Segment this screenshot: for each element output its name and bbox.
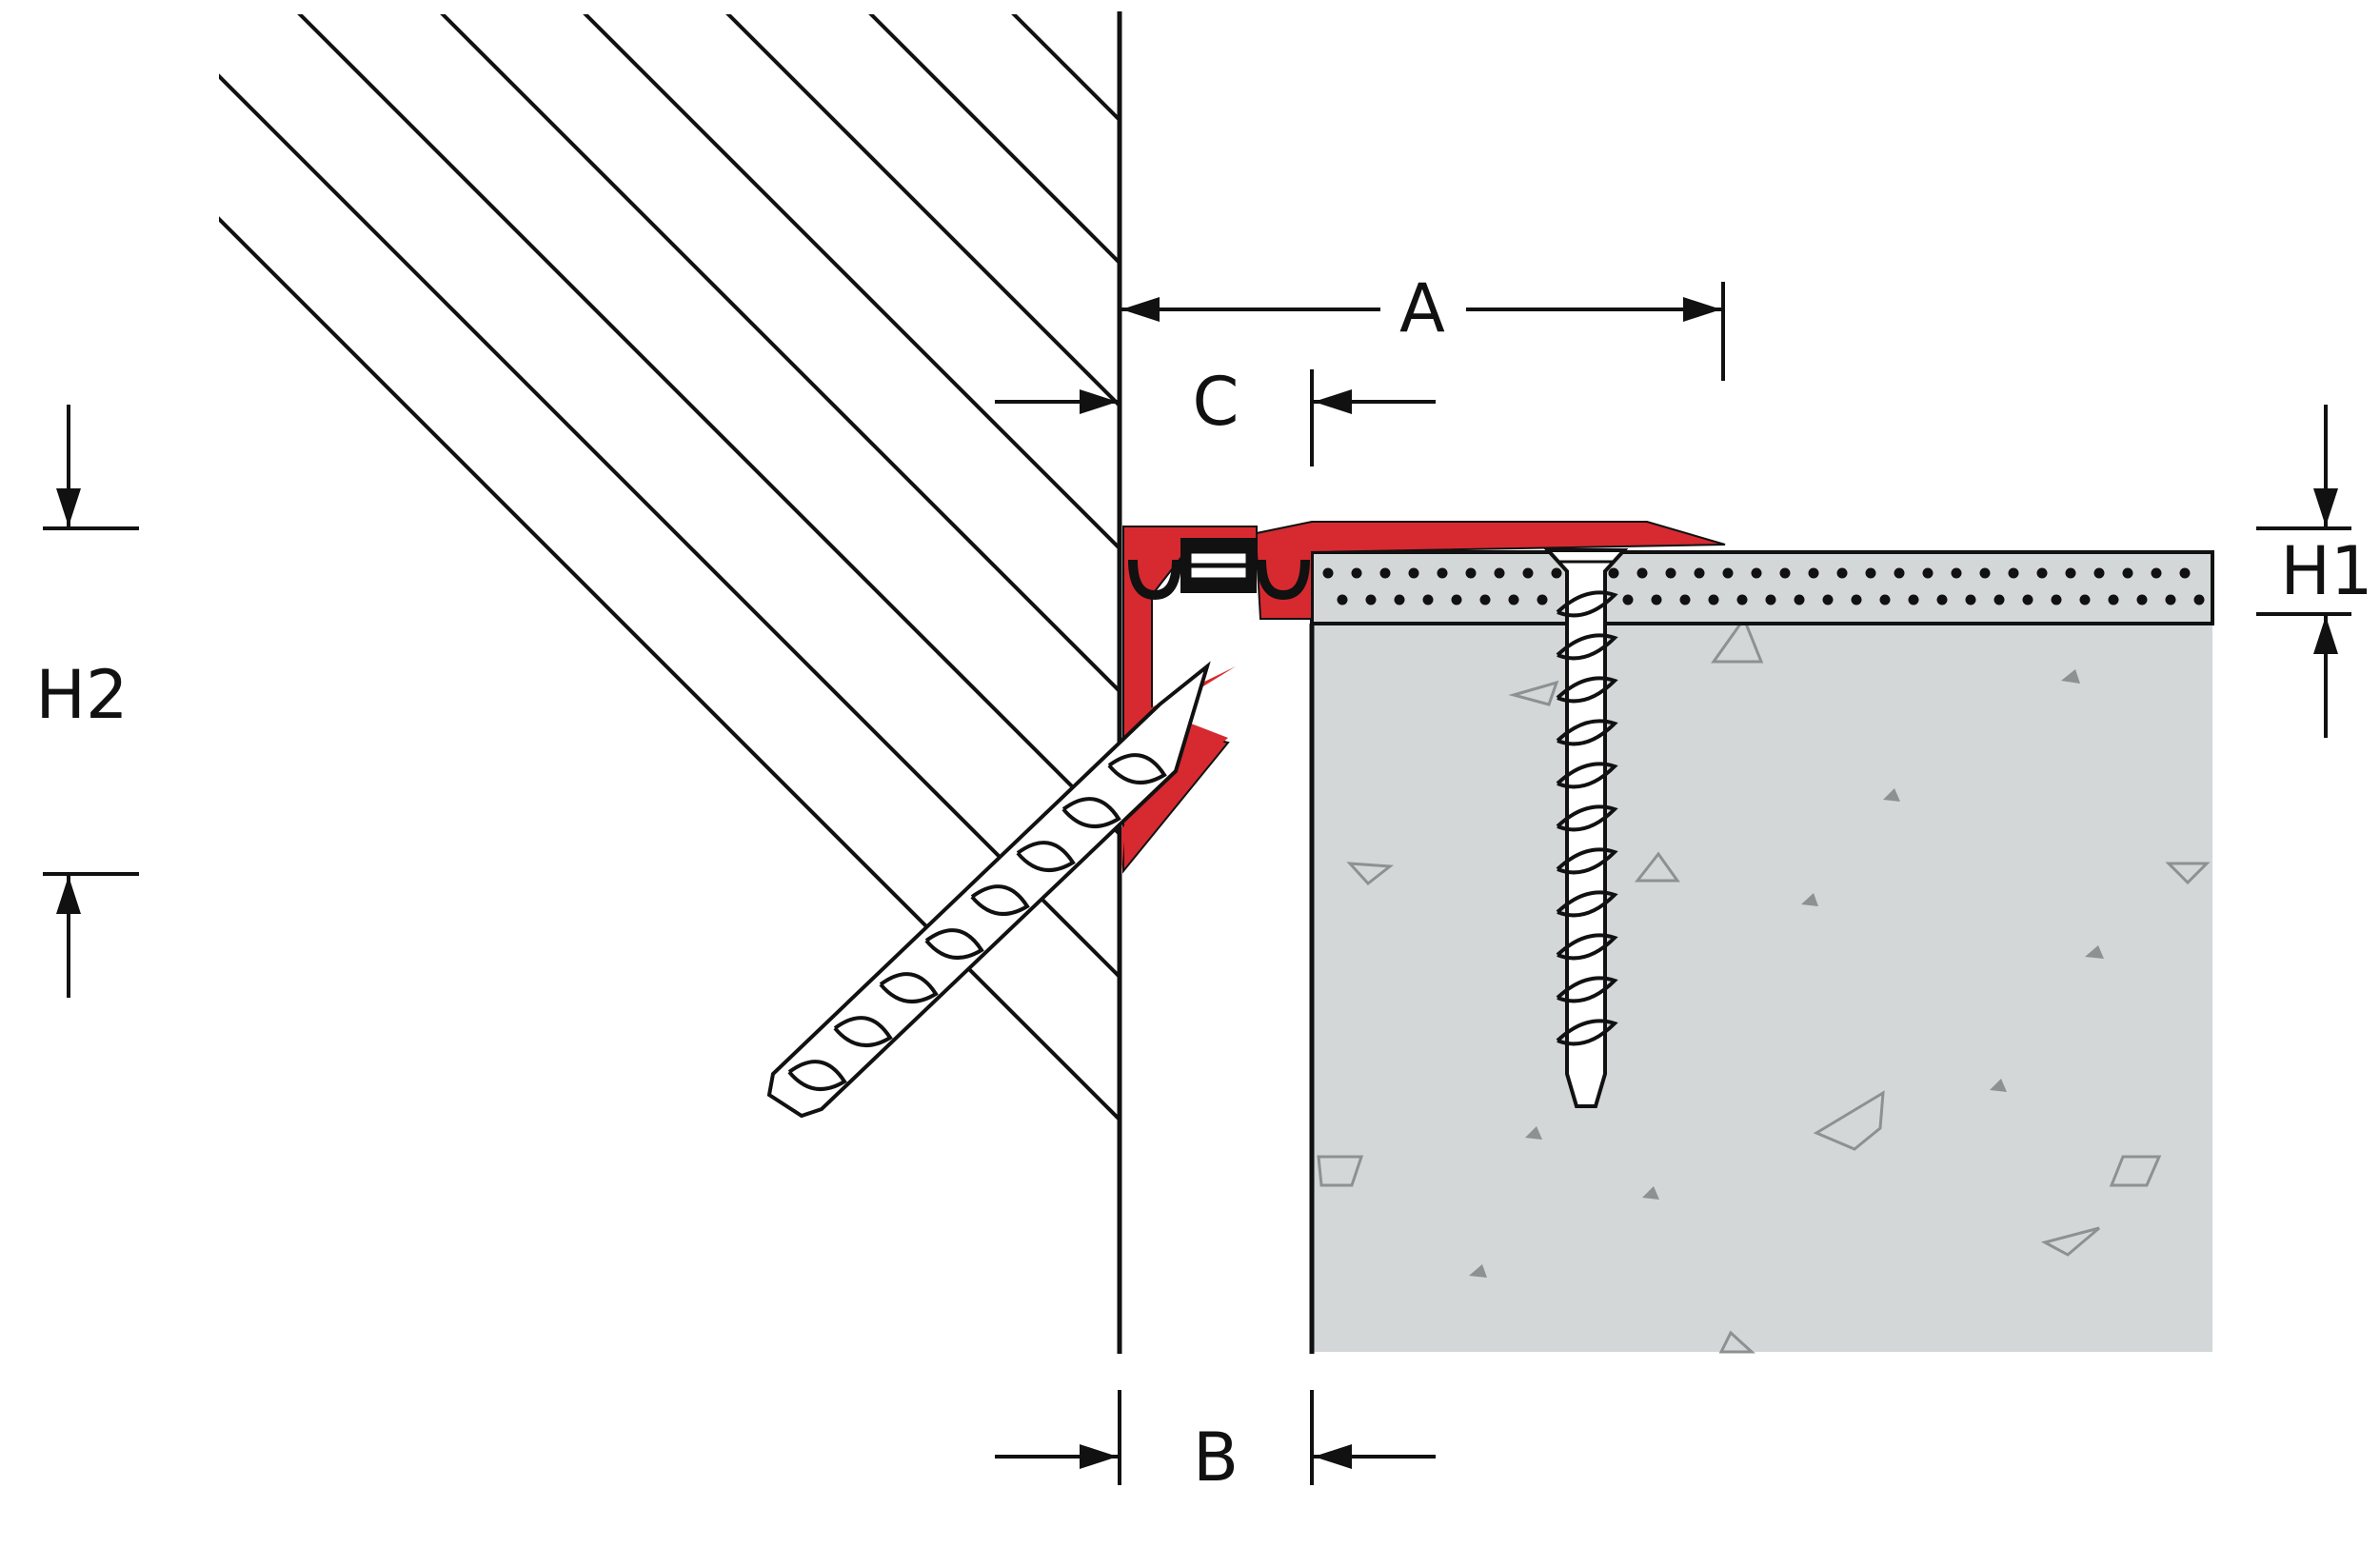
insert-hook-right: [1257, 559, 1310, 601]
dimension-label-h2: H2: [35, 656, 128, 734]
perforation-hole: [1322, 567, 1334, 579]
top-cover-profile: [1256, 521, 1726, 620]
dimension-h1: [2256, 405, 2351, 738]
screw-thread: [1556, 976, 1618, 1003]
screw-thread: [1556, 676, 1618, 704]
perforation-hole: [1394, 594, 1405, 605]
perforation-hole: [1379, 567, 1391, 579]
dimension-h2: [43, 405, 139, 998]
perforation-hole: [1708, 594, 1719, 605]
insert-hook-left: [1128, 559, 1181, 601]
perforation-hole: [2008, 567, 2019, 579]
dimension-label-c: C: [1193, 363, 1240, 441]
perforation-hole: [1636, 567, 1648, 579]
perforation-hole: [2165, 594, 2176, 605]
perforation-hole: [2193, 594, 2205, 605]
vertical-anchor-screw: [1543, 548, 1629, 1108]
diagonal-anchor-screw: [766, 661, 1211, 1119]
screw-thread: [787, 1060, 847, 1091]
perforation-hole: [1851, 594, 1862, 605]
perforation-hole: [1936, 594, 1948, 605]
perforation-hole: [1993, 594, 2005, 605]
perforation-hole: [1751, 567, 1762, 579]
perforation-hole: [1522, 567, 1534, 579]
perforation-hole: [2022, 594, 2033, 605]
perforation-hole: [1894, 567, 1905, 579]
dimension-label-b: B: [1193, 1419, 1239, 1497]
perforation-hole: [2051, 594, 2062, 605]
dimension-label-h1: H1: [2280, 532, 2372, 610]
perforation-hole: [1537, 594, 1548, 605]
perforation-hole: [1365, 594, 1377, 605]
perforation-hole: [1437, 567, 1448, 579]
perforation-hole: [1808, 567, 1819, 579]
perforation-hole: [1608, 567, 1619, 579]
perforation-hole: [1951, 567, 1962, 579]
concrete-aggregate: [1317, 615, 2211, 1354]
screw-thread: [1556, 590, 1618, 618]
perforation-hole: [2036, 567, 2048, 579]
perforation-hole: [1908, 594, 1919, 605]
perforation-hole: [1922, 567, 1934, 579]
screw-thread: [1556, 804, 1618, 832]
perforation-hole: [1551, 567, 1562, 579]
screw-thread: [1107, 753, 1167, 784]
perforation-hole: [1879, 594, 1891, 605]
perforation-hole: [2151, 567, 2162, 579]
screw-thread: [970, 884, 1030, 916]
perforation-hole: [2136, 594, 2148, 605]
screw-thread: [1061, 797, 1121, 828]
screw-thread: [1556, 847, 1618, 875]
perforation-hole: [1622, 594, 1634, 605]
perforation-hole: [1836, 567, 1848, 579]
perforated-strip: [1310, 550, 2214, 625]
screw-thread: [1556, 890, 1618, 918]
screw-thread: [1016, 841, 1076, 872]
perforation-hole: [1451, 594, 1462, 605]
screw-thread: [924, 928, 984, 960]
perforation-hole: [1822, 594, 1834, 605]
perforation-hole: [1408, 567, 1419, 579]
perforation-hole: [1722, 567, 1734, 579]
perforation-hole: [2179, 567, 2191, 579]
perforation-hole: [1651, 594, 1662, 605]
perforation-hole: [1779, 567, 1791, 579]
perforation-hole: [2108, 594, 2119, 605]
perforation-hole: [1337, 594, 1348, 605]
perforation-hole: [1465, 567, 1477, 579]
perforation-hole: [1736, 594, 1748, 605]
perforation-hole: [1479, 594, 1491, 605]
perforation-hole: [1422, 594, 1434, 605]
screw-thread: [1556, 1019, 1618, 1046]
perforation-hole: [1694, 567, 1705, 579]
screw-thread: [1556, 933, 1618, 961]
screw-thread: [1556, 719, 1618, 746]
perforation-hole: [2122, 567, 2133, 579]
perforation-hole: [1765, 594, 1776, 605]
perforation-hole: [1965, 594, 1976, 605]
screw-thread: [833, 1016, 893, 1047]
dimension-label-a: A: [1399, 269, 1445, 347]
dimension-a: [1120, 282, 1725, 381]
perforation-hole: [1508, 594, 1519, 605]
dimension-c: [995, 369, 1436, 466]
perforation-hole: [1794, 594, 1805, 605]
perforation-hole: [2093, 567, 2105, 579]
screw-thread: [1556, 762, 1618, 789]
dimension-b: [995, 1390, 1436, 1485]
perforation-hole: [1351, 567, 1362, 579]
screw-thread: [879, 972, 939, 1003]
perforation-hole: [1865, 567, 1876, 579]
perforation-hole: [2079, 594, 2091, 605]
concrete-slab: [1312, 624, 2212, 1352]
perforation-hole: [1494, 567, 1505, 579]
perforation-hole: [1979, 567, 1991, 579]
perforation-hole: [2065, 567, 2076, 579]
screw-thread: [1556, 633, 1618, 661]
perforation-hole: [1665, 567, 1676, 579]
concrete-aggregate-specks: [1469, 669, 2104, 1278]
perforation-hole: [1679, 594, 1691, 605]
